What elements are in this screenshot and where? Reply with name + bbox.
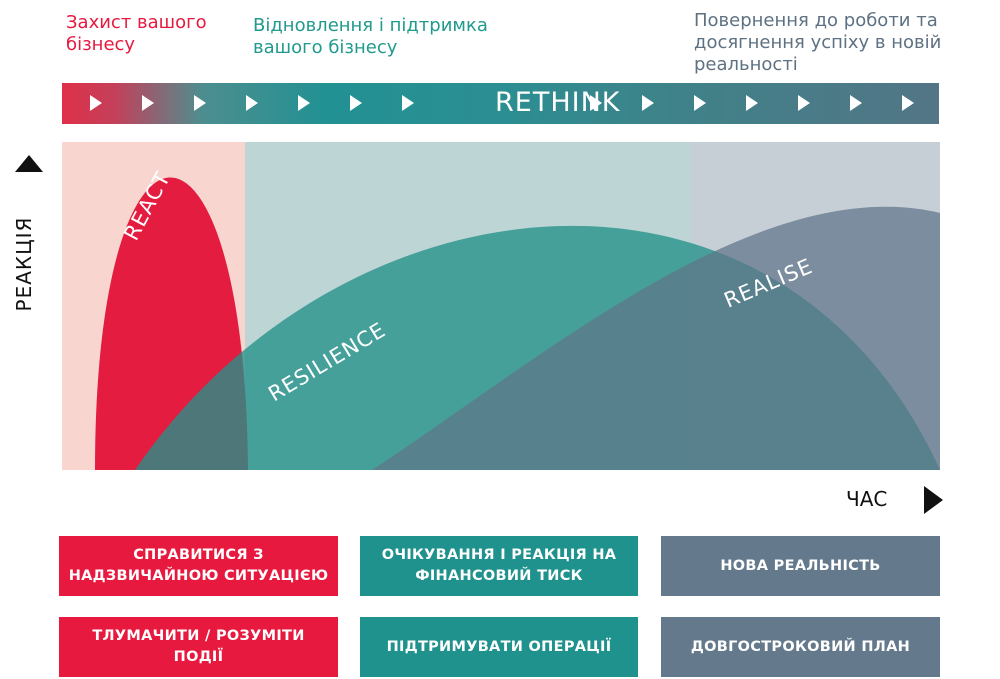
chevron-right-icon	[194, 95, 206, 111]
chevron-right-icon	[590, 95, 602, 111]
box-support-operations: ПІДТРИМУВАТИ ОПЕРАЦІЇ	[360, 617, 638, 677]
phase-title-new-reality: Повернення до роботи та досягнення успіх…	[694, 10, 942, 75]
box-long-term-plan: ДОВГОСТРОКОВИЙ ПЛАН	[661, 617, 940, 677]
box-financial-pressure: ОЧІКУВАННЯ І РЕАКЦІЯ НА ФІНАНСОВИЙ ТИСК	[360, 536, 638, 596]
y-axis-label: РЕАКЦІЯ	[12, 216, 36, 312]
realise-curve	[372, 206, 940, 470]
chevron-right-icon	[350, 95, 362, 111]
rethink-banner: RETHINK	[62, 83, 939, 124]
chevron-right-icon	[246, 95, 258, 111]
phase-title-protect: Захист вашого бізнесу	[66, 12, 207, 55]
chevron-right-icon	[402, 95, 414, 111]
box-handle-emergency: СПРАВИТИСЯ З НАДЗВИЧАЙНОЮ СИТУАЦІЄЮ	[59, 536, 338, 596]
chevron-right-icon	[90, 95, 102, 111]
box-new-reality: НОВА РЕАЛЬНІСТЬ	[661, 536, 940, 596]
chevron-right-icon	[798, 95, 810, 111]
arrow-right-icon	[924, 486, 943, 514]
chevron-right-icon	[694, 95, 706, 111]
chevron-right-icon	[850, 95, 862, 111]
x-axis-label: ЧАС	[846, 487, 888, 511]
chevron-right-icon	[642, 95, 654, 111]
chevron-right-icon	[902, 95, 914, 111]
box-interpret-events: ТЛУМАЧИТИ / РОЗУМІТИ ПОДІЇ	[59, 617, 338, 677]
chevron-right-icon	[142, 95, 154, 111]
chevron-right-icon	[746, 95, 758, 111]
arrow-up-icon	[15, 155, 43, 172]
chevron-right-icon	[298, 95, 310, 111]
phase-title-recovery: Відновлення і підтримка вашого бізнесу	[253, 15, 488, 58]
